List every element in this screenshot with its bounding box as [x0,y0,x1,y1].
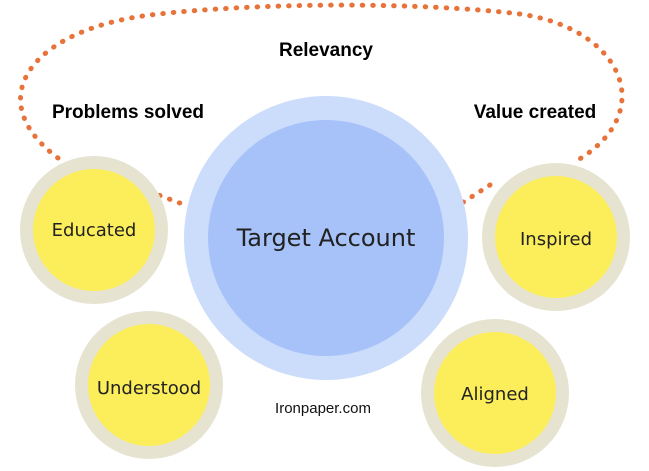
node-educated-label: Educated [52,220,137,241]
node-understood-label: Understood [97,378,201,399]
relevancy-dotted-arc-right-end [459,182,493,206]
node-aligned-label: Aligned [461,384,529,405]
target-account-circle: Target Account [184,96,468,380]
footer-credit: Ironpaper.com [275,400,371,417]
diagram-title: Relevancy [279,40,373,61]
value-created-label: Value created [474,102,597,123]
problems-solved-label: Problems solved [52,102,204,123]
node-inspired-label: Inspired [520,229,592,250]
relevancy-dotted-arc [18,2,625,163]
target-account-label: Target Account [236,224,416,252]
node-understood: Understood [75,311,223,459]
node-educated: Educated [20,156,168,304]
node-inspired: Inspired [482,163,630,311]
node-aligned: Aligned [421,319,569,467]
